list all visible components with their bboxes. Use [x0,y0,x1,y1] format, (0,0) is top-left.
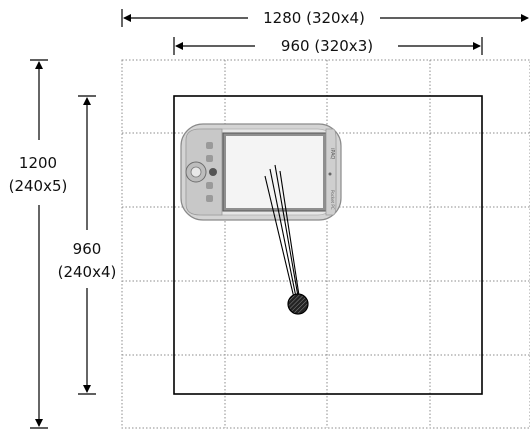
outer-height-formula: (240x5) [9,177,68,195]
outer-height-value: 1200 [19,154,57,172]
outer-grid-border [121,59,530,429]
inner-height-formula: (240x4) [58,263,117,281]
touch-point [287,293,309,315]
pda-button [206,195,213,202]
pointer-line [264,175,296,303]
inner-area-border [173,95,483,395]
pda-series-label: Pocket PC [330,190,335,210]
pda-button [206,155,213,162]
outer-grid [121,59,530,429]
outer-width-value: 1280 [263,9,301,27]
inner-width-label: 960 (320x3) [281,37,373,55]
pda-navigation-center [190,166,202,178]
pda-screen [226,136,323,208]
inner-height-value: 960 [73,240,102,258]
pda-button [206,142,213,149]
outer-width-label: 1280 (320x4) [263,9,365,27]
pda-right-edge [325,128,337,216]
inner-width-formula: (320x3) [314,37,373,55]
pointer-line [269,168,298,303]
pointer-lines [264,164,301,303]
inner-height-dimension: 960 (240x4) [58,95,117,395]
pda-device: iPAQ Pocket PC [180,123,342,221]
inner-width-dimension: 960 (320x3) [173,37,483,55]
pointer-line [274,164,300,303]
outer-width-formula: (320x4) [306,9,365,27]
inner-width-value: 960 [281,37,310,55]
pointer-line [279,170,301,303]
hp-logo [209,168,217,176]
outer-height-dimension: 1200 (240x5) [9,59,68,429]
outer-width-dimension: 1280 (320x4) [121,9,529,27]
pda-model-label: iPAQ [329,148,335,159]
pda-indicator-light [328,172,332,176]
pda-button [206,182,213,189]
